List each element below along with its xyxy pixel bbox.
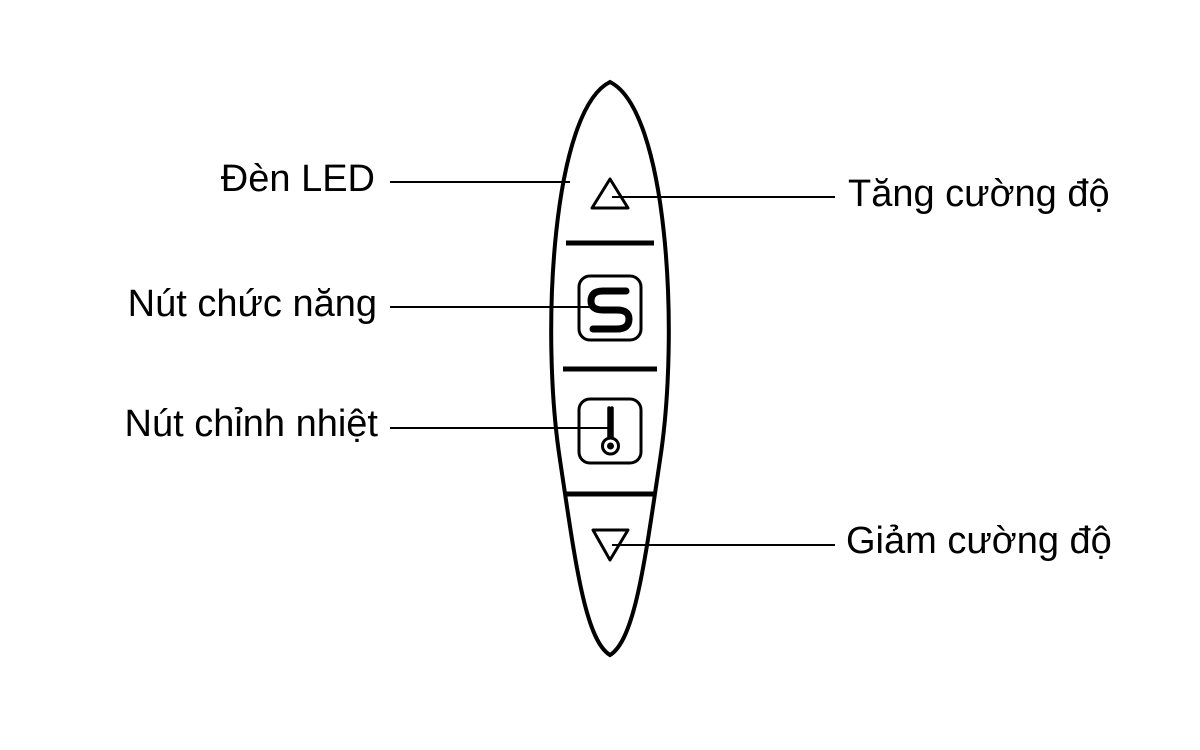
s-icon [587,287,633,333]
label-function-button: Nút chức năng [128,283,377,325]
temperature-button-frame [577,397,643,465]
temperature-button[interactable] [577,397,643,465]
label-led: Đèn LED [221,158,375,200]
thermometer-icon [601,406,620,456]
triangle-up-icon [590,177,630,210]
label-temperature-button: Nút chỉnh nhiệt [125,403,379,445]
increase-button[interactable] [590,177,630,210]
label-increase: Tăng cường độ [848,173,1110,215]
label-decrease: Giảm cường độ [846,520,1112,562]
